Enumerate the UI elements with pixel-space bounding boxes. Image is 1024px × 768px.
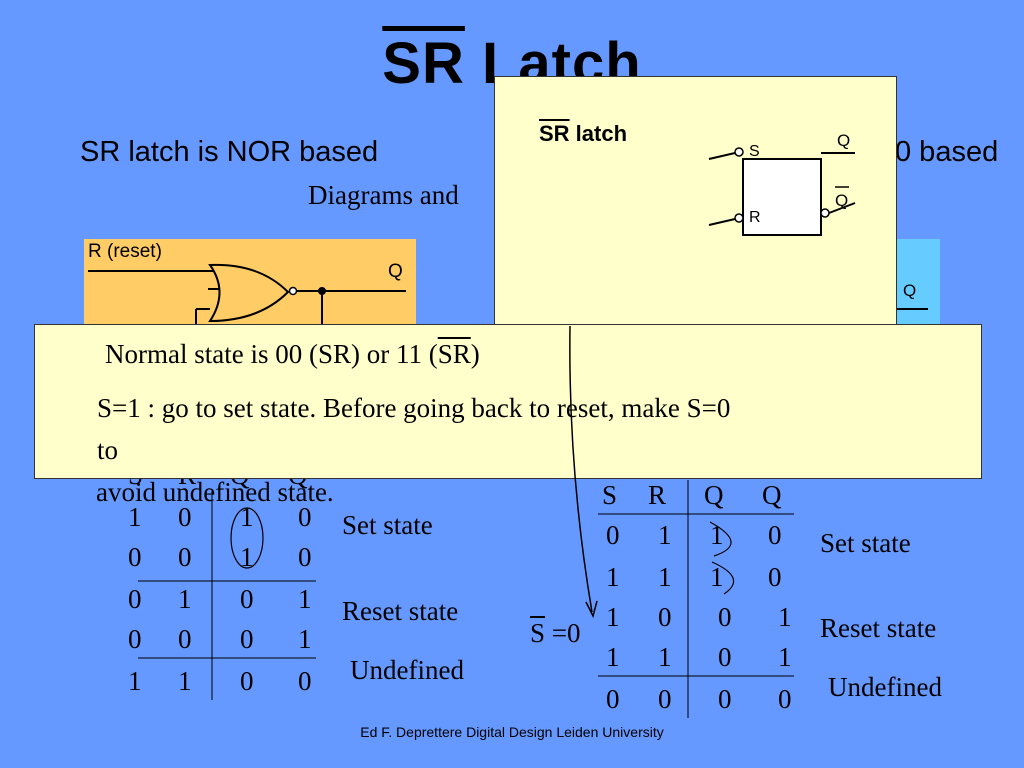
left-cell: 1 bbox=[298, 584, 312, 614]
left-cell: 0 bbox=[178, 502, 192, 532]
right-cell: 0 bbox=[658, 602, 672, 632]
left-heading: SR latch is NOR based bbox=[80, 136, 379, 168]
left-cell: 0 bbox=[240, 584, 254, 614]
right-cell: 1 bbox=[658, 562, 672, 592]
slide-footer: Ed F. Deprettere Digital Design Leiden U… bbox=[360, 724, 664, 740]
left-cell: 0 bbox=[298, 502, 312, 532]
left-cell: 1 bbox=[178, 666, 192, 696]
nor-circuit-panel: R (reset) Q bbox=[84, 239, 416, 331]
sr-latch-popup: SR latch S R Q Q bbox=[494, 76, 897, 328]
right-cell: 1 bbox=[778, 642, 792, 672]
right-cell: 0 bbox=[778, 684, 792, 714]
s-bar-rest: =0 bbox=[545, 618, 581, 648]
left-cell: 0 bbox=[298, 542, 312, 572]
left-cell: 0 bbox=[128, 584, 142, 614]
right-cell: 1 bbox=[606, 642, 620, 672]
left-cell: 1 bbox=[128, 502, 142, 532]
right-cell: 0 bbox=[606, 520, 620, 550]
right-truth-table: S R Q Q 0 1 1 0 1 1 1 0 1 0 0 1 1 1 0 1 … bbox=[598, 478, 808, 718]
q-output-label-right: Q bbox=[903, 281, 917, 300]
note-line1-prefix: Normal state is 00 (SR) or 11 ( bbox=[105, 339, 438, 369]
right-cell: 1 bbox=[606, 562, 620, 592]
left-cell: 0 bbox=[240, 666, 254, 696]
right-label-reset: Reset state bbox=[820, 613, 937, 643]
right-header-r: R bbox=[648, 480, 667, 510]
pin-r-label: R bbox=[749, 209, 761, 226]
right-cell: 1 bbox=[658, 642, 672, 672]
note-line-to: to bbox=[97, 435, 119, 465]
left-label-reset: Reset state bbox=[342, 596, 459, 626]
right-cell: 1 bbox=[778, 602, 792, 632]
note-line1-overbar: SR bbox=[437, 339, 471, 369]
right-label-set: Set state bbox=[820, 528, 911, 558]
right-cell: 1 bbox=[710, 562, 724, 592]
out-qbar-label: Q bbox=[835, 191, 849, 210]
note-line-normal-state: Normal state is 00 (SR) or 11 (SR) bbox=[105, 339, 480, 370]
right-header-s: S bbox=[602, 480, 618, 510]
left-table-lines bbox=[138, 490, 316, 700]
s-bar-annotation: S =0 bbox=[530, 618, 581, 649]
note-line-avoid: avoid undefined state. bbox=[96, 477, 334, 507]
right-cell: 0 bbox=[606, 684, 620, 714]
reset-input-label: R (reset) bbox=[88, 241, 162, 262]
right-label-undefined: Undefined bbox=[828, 672, 942, 702]
left-label-set: Set state bbox=[342, 510, 433, 540]
right-cell: 1 bbox=[606, 602, 620, 632]
pin-s-label: S bbox=[749, 143, 760, 160]
left-cell: 1 bbox=[298, 624, 312, 654]
left-truth-table: S R Q Q 1 0 1 0 0 0 1 0 0 1 0 1 0 0 0 1 … bbox=[120, 470, 340, 700]
right-cell: 1 bbox=[658, 520, 672, 550]
popup-title: SR latch bbox=[539, 121, 627, 147]
right-cell: 0 bbox=[768, 520, 782, 550]
out-q-label: Q bbox=[837, 131, 851, 150]
popup-title-rest: latch bbox=[569, 121, 628, 146]
left-cell: 0 bbox=[178, 624, 192, 654]
right-cell: 0 bbox=[718, 684, 732, 714]
right-header-qbar: Q bbox=[762, 480, 782, 510]
left-cell: 0 bbox=[178, 542, 192, 572]
left-label-undefined: Undefined bbox=[350, 655, 464, 685]
s-bar-overbar: S bbox=[530, 618, 546, 648]
right-cell: 0 bbox=[718, 642, 732, 672]
left-cell: 1 bbox=[240, 502, 254, 532]
left-cell: 1 bbox=[128, 666, 142, 696]
left-cell: 1 bbox=[240, 542, 254, 572]
right-cell: 0 bbox=[718, 602, 732, 632]
right-cell: 0 bbox=[768, 562, 782, 592]
diagrams-line: Diagrams and bbox=[308, 180, 459, 210]
popup-title-overbar: SR bbox=[539, 121, 570, 146]
notes-popup: Normal state is 00 (SR) or 11 (SR) S=1 :… bbox=[34, 324, 982, 479]
left-cell: 0 bbox=[128, 542, 142, 572]
note-line1-suffix: ) bbox=[470, 339, 480, 369]
nor-gate-diagram bbox=[88, 263, 406, 331]
title-overbar-text: SR bbox=[382, 31, 465, 96]
right-header-q: Q bbox=[704, 480, 724, 510]
left-cell: 0 bbox=[298, 666, 312, 696]
left-cell: 0 bbox=[240, 624, 254, 654]
left-cell: 0 bbox=[128, 624, 142, 654]
right-heading-fragment: 0 based bbox=[895, 136, 999, 168]
latch-block-symbol bbox=[708, 147, 856, 236]
q-output-label: Q bbox=[388, 261, 403, 282]
note-line-set: S=1 : go to set state. Before going back… bbox=[97, 393, 731, 423]
right-cell: 0 bbox=[658, 684, 672, 714]
left-cell: 1 bbox=[178, 584, 192, 614]
right-table-lines bbox=[598, 480, 794, 718]
right-cell: 1 bbox=[710, 520, 724, 550]
